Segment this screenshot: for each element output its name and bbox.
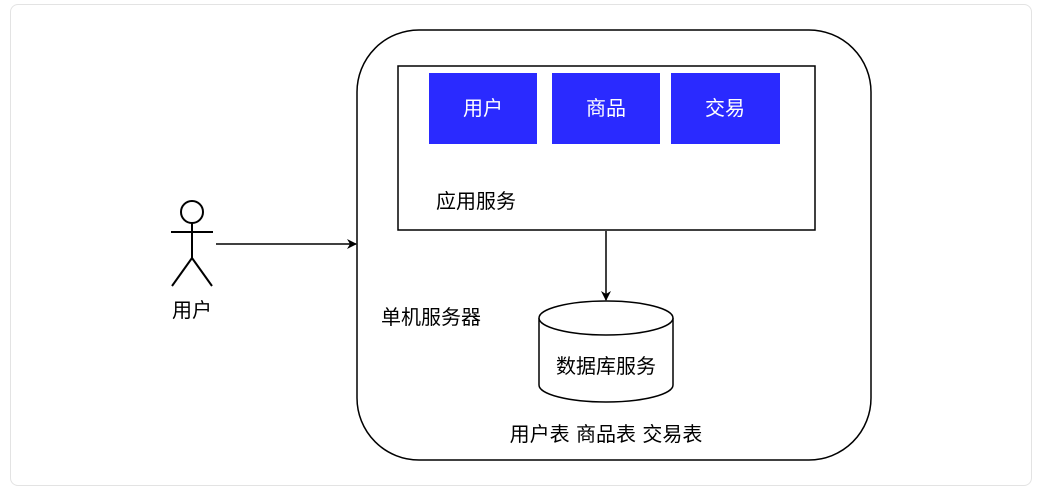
module-user-label: 用户 <box>463 96 503 120</box>
actor-left-leg <box>171 257 193 287</box>
database-label: 数据库服务 <box>556 354 656 378</box>
user-actor: 用户 <box>171 200 213 322</box>
module-trade-label: 交易 <box>705 96 745 120</box>
module-user-box <box>429 73 537 144</box>
actor-head <box>180 200 204 224</box>
database-cylinder: 数据库服务 <box>538 300 674 403</box>
actor-right-leg <box>191 257 213 287</box>
database-body <box>538 318 674 403</box>
server-label: 单机服务器 <box>381 305 481 329</box>
module-trade-box <box>671 73 780 144</box>
app-service-label: 应用服务 <box>436 189 516 213</box>
database-tables-caption: 用户表 商品表 交易表 <box>510 422 703 446</box>
module-product-box <box>552 73 660 144</box>
database-top <box>538 300 674 336</box>
actor-label: 用户 <box>172 298 212 322</box>
module-product-label: 商品 <box>586 96 626 120</box>
diagram-frame <box>10 4 1032 486</box>
